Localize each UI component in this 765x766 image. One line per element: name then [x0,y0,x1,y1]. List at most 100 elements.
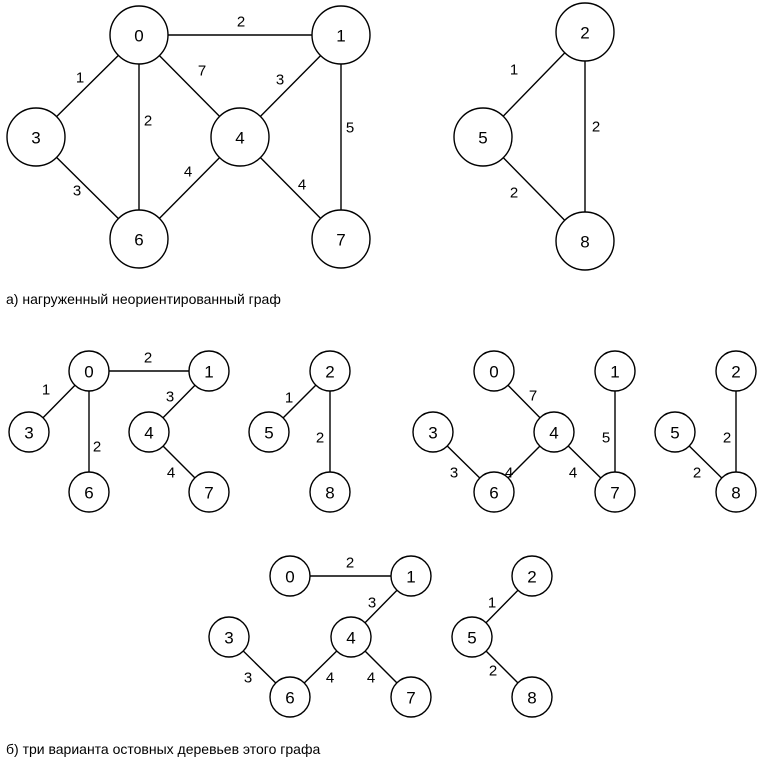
node-4 [533,411,575,453]
edge-weight-label: 1 [76,70,84,87]
node-label: 3 [31,129,40,148]
edge-weight-label: 4 [184,164,192,181]
node-1 [594,350,636,392]
node-5 [654,411,696,453]
node-label: 3 [428,424,437,443]
node-6 [269,676,311,718]
node-label: 5 [478,129,487,148]
edge-weight-label: 7 [198,63,206,80]
edge-weight-label: 3 [450,465,458,482]
node-1 [188,350,230,392]
node-3 [6,107,66,167]
node-6 [68,471,110,513]
edge-weight-label: 3 [368,595,376,612]
node-label: 2 [527,568,536,587]
node-label: 1 [610,363,619,382]
node-label: 3 [224,629,233,648]
node-label: 4 [346,629,355,648]
edge-weight-label: 2 [144,350,152,367]
node-label: 5 [670,424,679,443]
node-7 [390,676,432,718]
edge-weight-label: 4 [505,465,513,482]
node-1 [311,5,371,65]
edge-weight-label: 1 [42,382,50,399]
edge-weight-label: 4 [326,670,334,687]
node-label: 2 [580,24,589,43]
node-2 [555,2,615,62]
node-label: 8 [527,689,536,708]
node-label: 2 [731,363,740,382]
node-label: 8 [325,484,334,503]
node-label: 8 [731,484,740,503]
node-label: 7 [336,231,345,250]
edge-weight-label: 2 [346,555,354,572]
edge-weight-label: 1 [285,390,293,407]
edge-weight-label: 4 [298,177,306,194]
node-label: 1 [336,27,345,46]
node-label: 7 [610,484,619,503]
edge-weight-label: 2 [592,119,600,136]
node-6 [473,471,515,513]
node-label: 5 [264,424,273,443]
edge-weight-label: 5 [602,430,610,447]
caption-b: б) три варианта остовных деревьев этого … [6,741,320,757]
edge-weight-label: 2 [237,14,245,31]
edge-weight-label: 3 [166,389,174,406]
node-4 [128,411,170,453]
node-7 [594,471,636,513]
node-label: 3 [24,424,33,443]
edge-weight-label: 2 [93,439,101,456]
node-6 [109,209,169,269]
node-label: 6 [285,689,294,708]
node-label: 2 [325,363,334,382]
edge-weight-label: 3 [276,72,284,89]
node-3 [8,411,50,453]
node-4 [330,616,372,658]
edge-weight-label: 4 [569,465,577,482]
node-label: 4 [235,129,244,148]
edge-weight-label: 2 [144,113,152,130]
node-label: 4 [144,424,153,443]
node-2 [511,555,553,597]
caption-a: а) нагруженный неориентированный граф [6,291,281,307]
node-label: 7 [204,484,213,503]
edge-weight-label: 2 [316,430,324,447]
node-3 [412,411,454,453]
edge-weight-label: 3 [244,670,252,687]
node-0 [473,350,515,392]
node-0 [109,5,169,65]
node-label: 0 [489,363,498,382]
edge-weight-label: 2 [510,185,518,202]
node-label: 0 [134,27,143,46]
node-label: 4 [549,424,558,443]
node-label: 6 [489,484,498,503]
node-2 [715,350,757,392]
edge-weight-label: 2 [723,430,731,447]
node-label: 8 [580,233,589,252]
node-label: 6 [84,484,93,503]
node-8 [309,471,351,513]
node-5 [453,107,513,167]
edge-weight-label: 2 [693,465,701,482]
node-label: 0 [285,568,294,587]
node-4 [210,107,270,167]
node-label: 1 [406,568,415,587]
edge-weight-label: 1 [510,62,518,79]
edge-weight-label: 4 [367,670,375,687]
edge-weight-label: 3 [73,183,81,200]
node-2 [309,350,351,392]
node-8 [511,676,553,718]
node-5 [248,411,290,453]
node-label: 5 [467,629,476,648]
node-label: 7 [406,689,415,708]
node-1 [390,555,432,597]
node-7 [311,209,371,269]
edge-weight-label: 1 [488,595,496,612]
edge-weight-label: 7 [529,388,537,405]
node-8 [555,211,615,271]
node-7 [188,471,230,513]
